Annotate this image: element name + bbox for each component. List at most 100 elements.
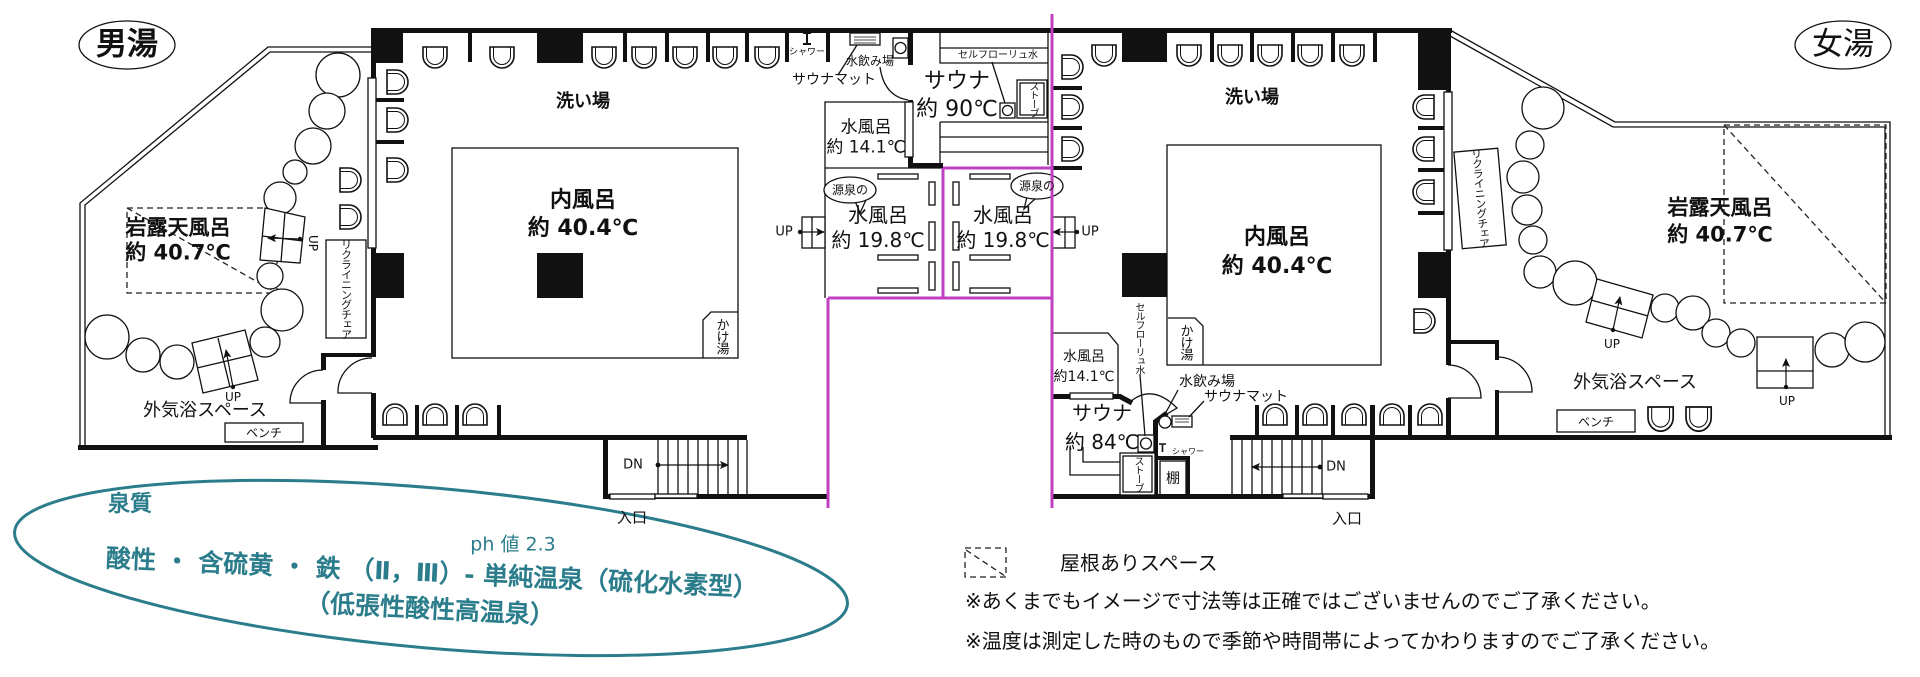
women-shower-icon: [1159, 443, 1166, 452]
spring-quality-title: 泉質: [107, 492, 153, 517]
walls: [78, 28, 1892, 499]
spring-quality-ellipse: [13, 478, 849, 658]
women-bench-box: [1556, 409, 1636, 433]
men-indoor-bath-temp: 約 40.4℃: [527, 216, 639, 241]
women-outdoor-up-label: UP: [1603, 337, 1621, 351]
women-sauna-window: [1069, 392, 1114, 400]
women-indoor-bath-temp: 約 40.4℃: [1221, 254, 1333, 279]
men-rock-border: [84, 52, 361, 380]
men-entrance-door: [609, 493, 698, 500]
men-label-ellipse: [78, 20, 176, 70]
women-entrance-door: [1282, 493, 1369, 500]
men-sauna-name: サウナ: [923, 69, 991, 94]
men-sauna-window: [904, 101, 914, 158]
men-kakeyu-box: [702, 311, 738, 358]
men-section-label: 男湯: [96, 26, 158, 63]
women-stove-label: ストーブ: [1132, 456, 1143, 492]
men-outdoor-step-upper: [259, 207, 306, 264]
men-loyly-bucket-icon: [991, 61, 1016, 119]
women-shelf-box: [1159, 460, 1187, 496]
women-source-bath-up-label: UP: [1081, 224, 1099, 240]
women-recliner-box: [1453, 147, 1507, 250]
men-kakeyu-label: かけ湯: [713, 318, 729, 354]
women-water-fountain-icon: [1158, 389, 1179, 429]
men-source-bath-up-label: UP: [775, 224, 793, 240]
women-entrance-label: 入口: [1331, 509, 1363, 528]
women-sauna-benches: [1069, 447, 1120, 476]
women-roofed-space: [1723, 124, 1887, 304]
women-sauna-name: サウナ: [1072, 401, 1132, 425]
women-shelf-label: 棚: [1166, 471, 1180, 487]
men-source-bubble: [823, 176, 877, 215]
women-water-fountain-label: 水飲み場: [1179, 374, 1235, 390]
men-outdoor-doors: [289, 357, 373, 404]
men-outdoor-up-label-2: UP: [224, 390, 242, 404]
men-sauna-door: [879, 66, 909, 101]
men-self-loyly-label: セルフローリュ水: [958, 50, 1038, 61]
men-outdoor-bath-name: 岩露天風呂: [125, 215, 231, 240]
men-sauna-stove: [1016, 79, 1048, 119]
men-window: [367, 77, 377, 249]
women-bench-label: ベンチ: [1577, 415, 1615, 429]
men-indoor-bath: [451, 147, 739, 359]
men-outdoor-space-label: 外気浴スペース: [143, 400, 267, 421]
men-outdoor-bath-temp: 約 40.7℃: [125, 240, 231, 265]
men-outdoor-up-label: UP: [306, 234, 320, 252]
men-sauna-temp: 約 90℃: [916, 97, 998, 122]
women-section-label: 女湯: [1812, 26, 1874, 63]
women-stairs: [1231, 440, 1323, 494]
women-outdoor-doors: [1447, 356, 1533, 399]
men-cold-bath-name: 水風呂: [840, 117, 892, 138]
men-indoor-bath-name: 内風呂: [549, 188, 617, 213]
men-bench-label: ベンチ: [245, 426, 283, 440]
women-outdoor-chairs: [1647, 406, 1713, 433]
legend-note-dimensions: ※あくまでもイメージで寸法等は正確ではございませんのでご了承ください。: [965, 589, 1661, 613]
men-outdoor-outline: [79, 46, 372, 448]
legend-note-temperature: ※温度は測定した時のもので季節や時間帯によってかわりますのでご了承ください。: [965, 629, 1721, 653]
men-source-cold-bath-temp: 約 19.8℃: [831, 228, 925, 252]
men-washing-area-label: 洗い場: [556, 91, 610, 112]
women-label-ellipse: [1794, 20, 1892, 70]
men-source-bath-slots: [877, 173, 936, 294]
women-source-cold-bath-temp: 約 19.8℃: [956, 228, 1050, 252]
women-sauna-mat-icon: [1171, 400, 1205, 428]
women-outdoor-up-label-2: UP: [1778, 394, 1796, 408]
men-source-cold-bath-name: 水風呂: [848, 203, 908, 227]
women-shower-label: シャワー: [1172, 447, 1204, 456]
men-water-fountain-icon: [892, 37, 909, 59]
men-stove-label: ストーブ: [1027, 81, 1038, 117]
women-indoor-bath: [1166, 144, 1382, 366]
men-sauna-mat-label: サウナマット: [792, 72, 876, 88]
women-outdoor-bath-temp: 約 40.7℃: [1667, 222, 1773, 247]
men-recliner-box: [325, 239, 367, 339]
men-source-bath-step: [797, 216, 826, 249]
women-source-cold-bath-name: 水風呂: [973, 203, 1033, 227]
women-source-bath-step: [1051, 216, 1080, 249]
women-window: [1443, 91, 1453, 251]
women-cold-bath-box: [1053, 332, 1119, 395]
men-shower-label: シャワー: [788, 47, 826, 58]
legend-roofed-space-label: 屋根ありスペース: [1060, 551, 1218, 575]
men-stairs-down-label: DN: [623, 457, 643, 473]
women-outdoor-outline: [1449, 29, 1891, 438]
women-stairs-down-label: DN: [1326, 459, 1346, 475]
men-water-fountain-label: 水飲み場: [845, 54, 895, 68]
men-recliner-label: リクライニングチェア: [339, 239, 353, 339]
men-cold-bath-temp: 約 14.1℃: [826, 137, 906, 158]
women-kakeyu-label: かけ湯: [1177, 324, 1193, 360]
legend-roofed-swatch: [964, 547, 1007, 578]
women-source-bubble: [1010, 172, 1064, 211]
men-source-bubble-text: 源泉の: [831, 183, 869, 197]
women-sauna-temp: 約 84℃: [1064, 430, 1140, 454]
men-bench-box: [224, 422, 304, 443]
men-entrance-label: 入口: [616, 508, 648, 527]
women-sauna-stove: [1119, 452, 1156, 496]
men-outdoor-chairs: [339, 167, 362, 230]
women-sauna-mat-label: サウナマット: [1204, 389, 1288, 405]
men-shower-icon: [803, 32, 811, 45]
women-source-bubble-text: 源泉の: [1018, 179, 1056, 193]
women-washing-area-label: 洗い場: [1225, 87, 1279, 108]
men-sauna-mat-icon: [837, 32, 881, 76]
